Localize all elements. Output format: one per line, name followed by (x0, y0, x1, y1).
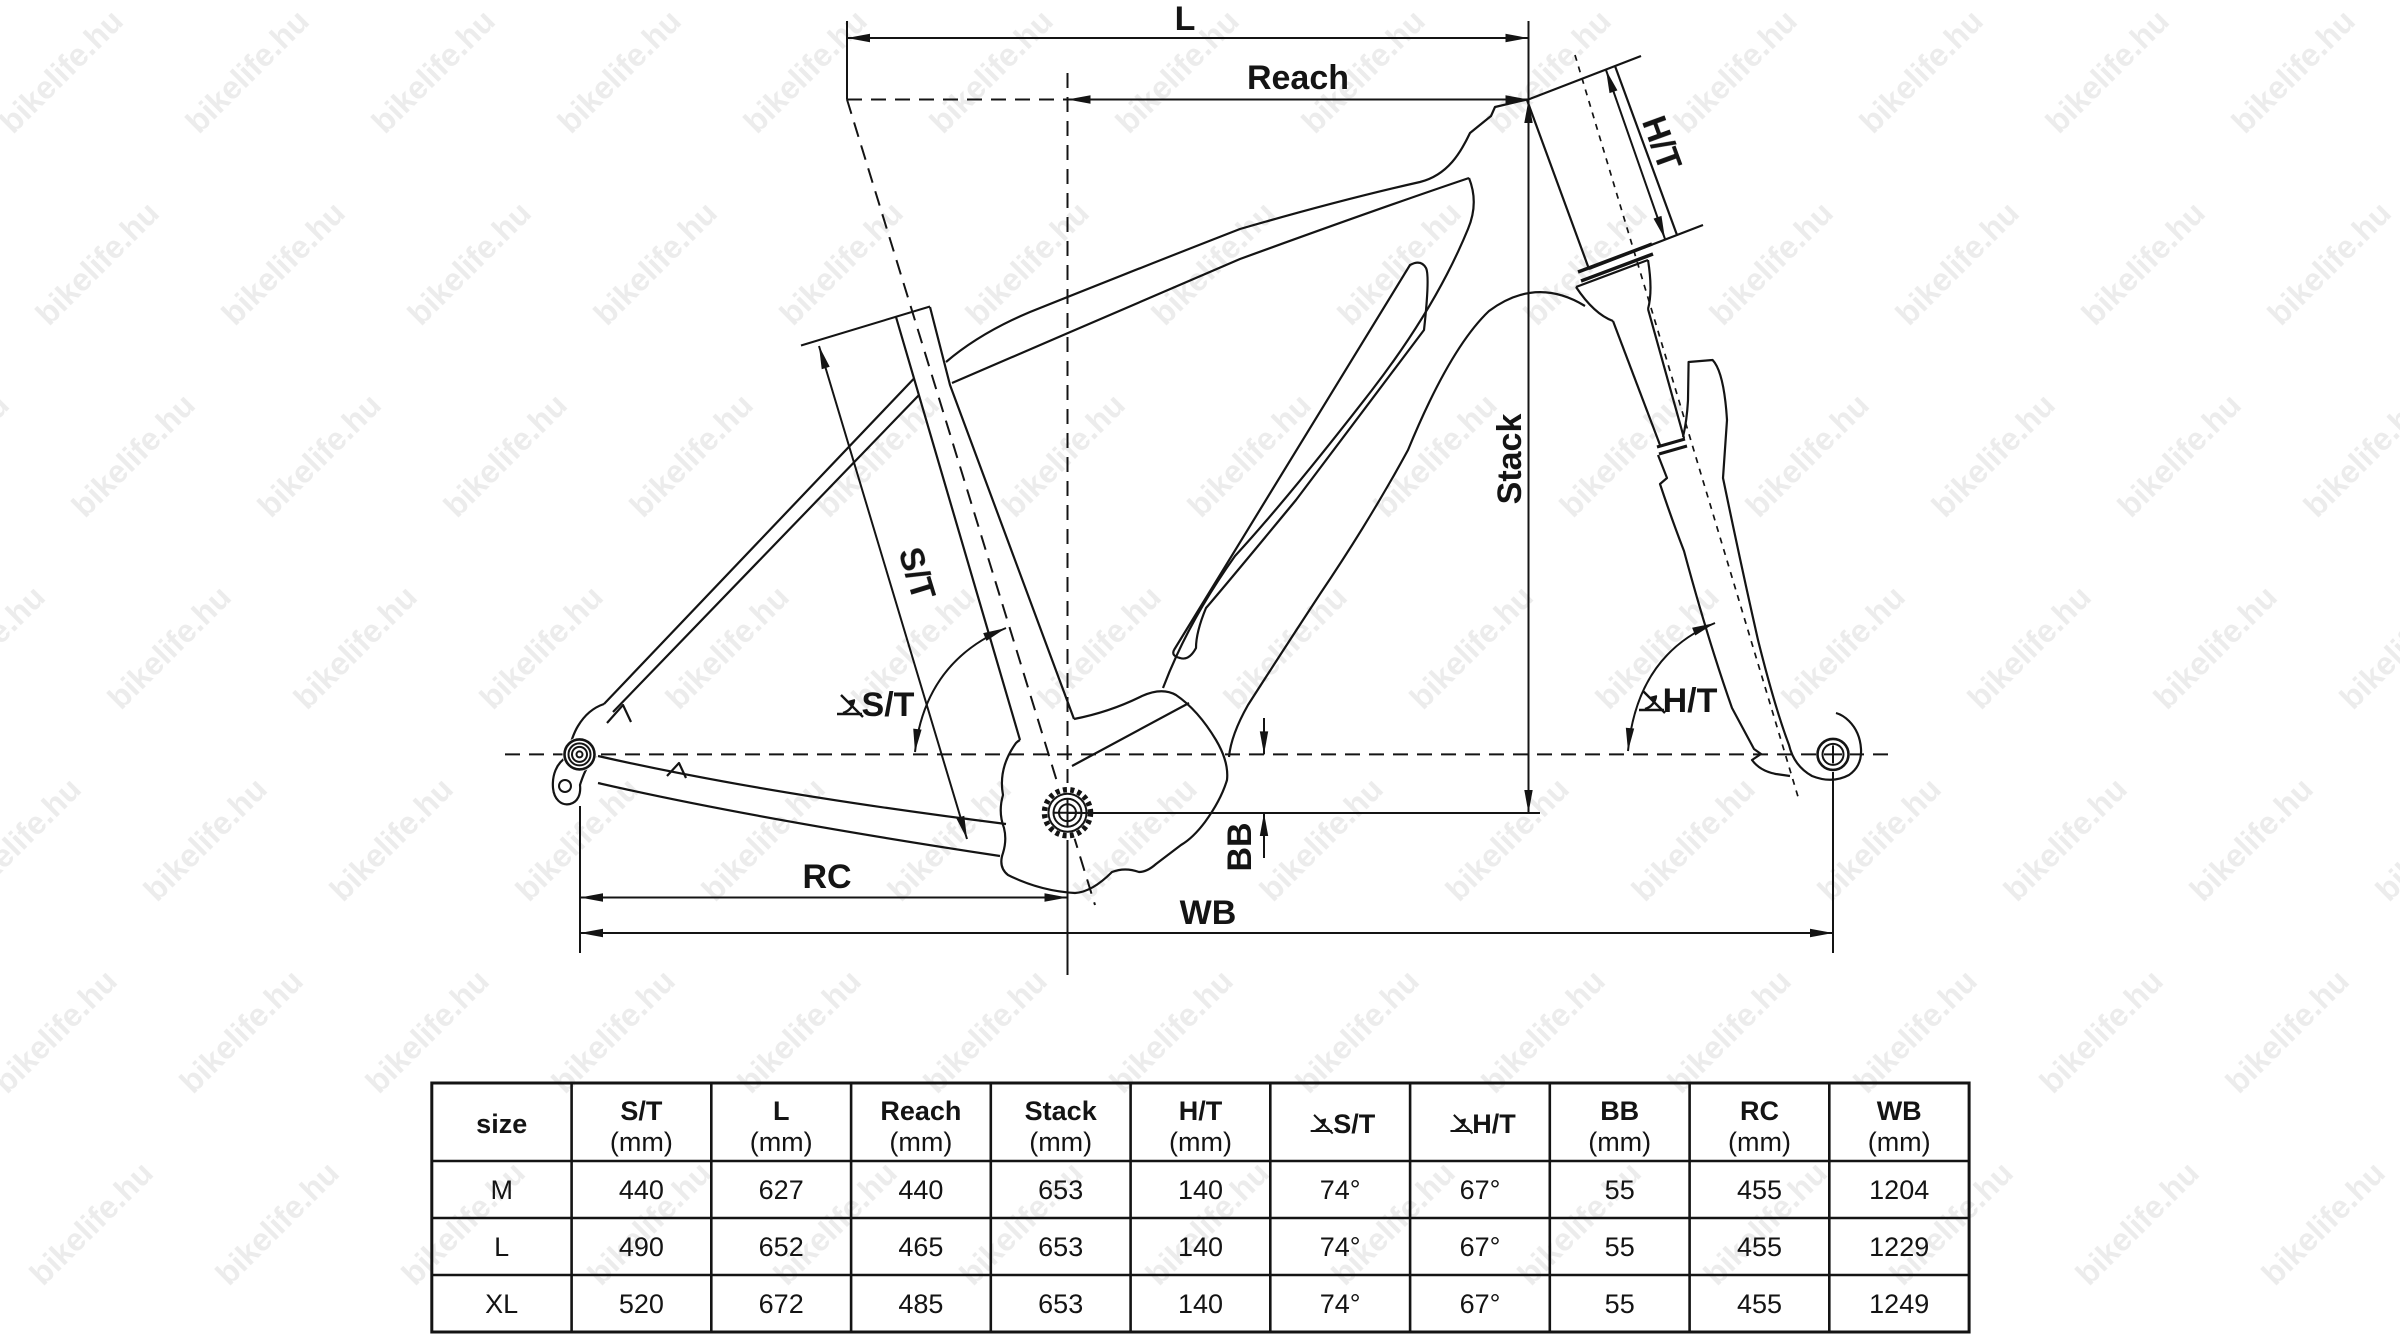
svg-text:672: 672 (759, 1289, 804, 1319)
svg-text:BB: BB (1600, 1096, 1639, 1126)
svg-text:1249: 1249 (1869, 1289, 1929, 1319)
svg-text:627: 627 (759, 1175, 804, 1205)
svg-text:465: 465 (898, 1232, 943, 1262)
svg-text:653: 653 (1038, 1232, 1083, 1262)
svg-text:S/T: S/T (620, 1096, 663, 1126)
svg-text:490: 490 (619, 1232, 664, 1262)
svg-text:55: 55 (1605, 1232, 1635, 1262)
svg-text:140: 140 (1178, 1289, 1223, 1319)
svg-text:L: L (494, 1232, 509, 1262)
svg-text:size: size (476, 1109, 527, 1139)
svg-text:(mm): (mm) (1588, 1127, 1651, 1157)
svg-text:440: 440 (898, 1175, 943, 1205)
svg-text:652: 652 (759, 1232, 804, 1262)
svg-text:67°: 67° (1460, 1289, 1501, 1319)
svg-text:RC: RC (802, 858, 851, 896)
svg-text:WB: WB (1877, 1096, 1922, 1126)
svg-text:WB: WB (1180, 894, 1237, 932)
svg-text:67°: 67° (1460, 1175, 1501, 1205)
svg-text:(mm): (mm) (1169, 1127, 1232, 1157)
svg-text:55: 55 (1605, 1175, 1635, 1205)
svg-text:XL: XL (485, 1289, 518, 1319)
svg-text:(mm): (mm) (750, 1127, 813, 1157)
svg-text:485: 485 (898, 1289, 943, 1319)
svg-text:1204: 1204 (1869, 1175, 1929, 1205)
svg-text:140: 140 (1178, 1232, 1223, 1262)
svg-text:Stack: Stack (1491, 414, 1529, 505)
svg-text:(mm): (mm) (1728, 1127, 1791, 1157)
svg-text:653: 653 (1038, 1289, 1083, 1319)
svg-text:H/T: H/T (1663, 682, 1718, 720)
svg-text:67°: 67° (1460, 1232, 1501, 1262)
svg-text:140: 140 (1178, 1175, 1223, 1205)
svg-text:74°: 74° (1320, 1175, 1361, 1205)
svg-text:455: 455 (1737, 1175, 1782, 1205)
svg-text:653: 653 (1038, 1175, 1083, 1205)
svg-text:Reach: Reach (1247, 59, 1349, 97)
svg-text:RC: RC (1740, 1096, 1779, 1126)
svg-text:(mm): (mm) (889, 1127, 952, 1157)
svg-text:(mm): (mm) (1868, 1127, 1931, 1157)
svg-text:M: M (490, 1175, 513, 1205)
svg-text:55: 55 (1605, 1289, 1635, 1319)
svg-text:S/T: S/T (862, 686, 915, 724)
svg-text:440: 440 (619, 1175, 664, 1205)
svg-text:1229: 1229 (1869, 1232, 1929, 1262)
svg-text:H/T: H/T (1179, 1096, 1223, 1126)
svg-text:(mm): (mm) (1029, 1127, 1092, 1157)
svg-text:Reach: Reach (880, 1096, 961, 1126)
svg-text:Stack: Stack (1025, 1096, 1098, 1126)
svg-text:H/T: H/T (1472, 1109, 1516, 1139)
svg-text:520: 520 (619, 1289, 664, 1319)
svg-text:74°: 74° (1320, 1289, 1361, 1319)
svg-text:455: 455 (1737, 1232, 1782, 1262)
svg-text:74°: 74° (1320, 1232, 1361, 1262)
svg-text:(mm): (mm) (610, 1127, 673, 1157)
svg-text:L: L (773, 1096, 790, 1126)
svg-text:BB: BB (1221, 822, 1259, 871)
svg-text:455: 455 (1737, 1289, 1782, 1319)
svg-text:S/T: S/T (1333, 1109, 1376, 1139)
svg-text:L: L (1175, 0, 1196, 38)
